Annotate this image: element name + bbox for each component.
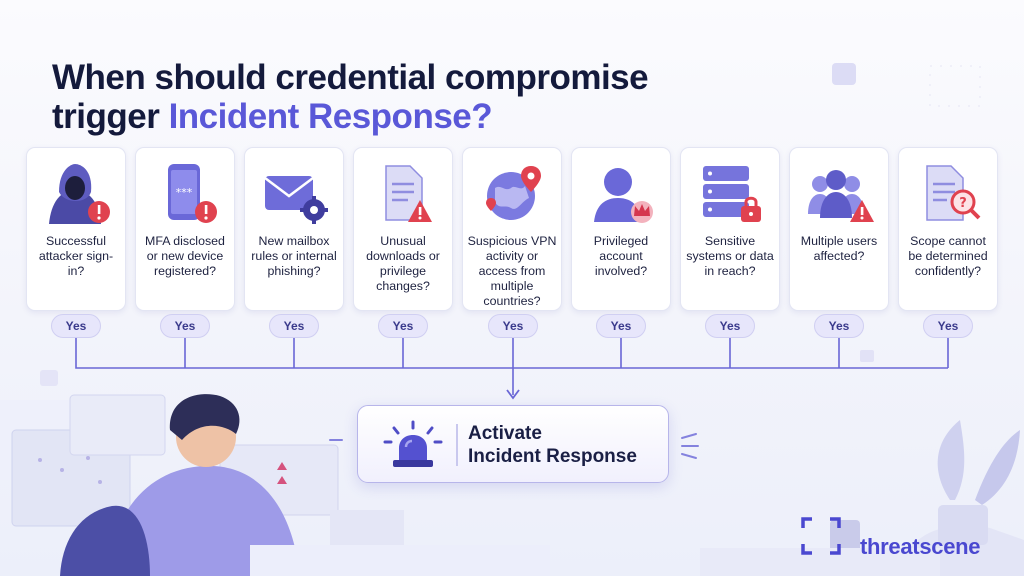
yes-pill: Yes [378, 314, 428, 338]
trigger-card-mailbox-rules: New mailbox rules or internal phishing? [244, 147, 344, 311]
trigger-card-attacker-sign-in: Successful attacker sign-in? [26, 147, 126, 311]
trigger-card-multiple-users: Multiple users affected? [789, 147, 889, 311]
title-accent: Incident Response? [168, 97, 493, 136]
trigger-label: Scope cannot be determined confidently? [908, 234, 988, 278]
trigger-card-unusual-downloads: Unusual downloads or privilege changes? [353, 147, 453, 311]
yes-pill: Yes [269, 314, 319, 338]
title-line-1: When should credential compromise [52, 58, 649, 97]
trigger-card-suspicious-vpn: Suspicious VPN activity or access from m… [462, 147, 562, 311]
document-search-icon: ? [926, 165, 981, 221]
trigger-label: Suspicious VPN activity or access from m… [467, 234, 557, 308]
user-crown-icon [594, 168, 653, 223]
yes-pill: Yes [705, 314, 755, 338]
hooded-attacker-icon [49, 164, 110, 224]
trigger-card-privileged-account: Privileged account involved? [571, 147, 671, 311]
trigger-card-scope-unclear: ? Scope cannot be determined confidently… [898, 147, 998, 311]
yes-pill: Yes [814, 314, 864, 338]
action-line-1: Activate [468, 423, 542, 444]
action-divider [456, 424, 458, 466]
yes-pill: Yes [488, 314, 538, 338]
trigger-card-sensitive-systems: Sensitive systems or data in reach? [680, 147, 780, 311]
phone-password-icon: *** [168, 164, 217, 223]
yes-pill: Yes [160, 314, 210, 338]
threatscene-logo-icon [801, 517, 841, 555]
brand-name: threatscene [860, 534, 981, 559]
svg-text:***: *** [176, 186, 193, 199]
trigger-label: Sensitive systems or data in reach? [686, 234, 774, 278]
yes-pill: Yes [923, 314, 973, 338]
page-title: When should credential compromise trigge… [52, 58, 649, 136]
envelope-gear-icon [264, 176, 328, 224]
svg-text:?: ? [959, 196, 967, 211]
yes-pill: Yes [596, 314, 646, 338]
trigger-label: Successful attacker sign-in? [38, 234, 114, 278]
users-warning-icon [808, 170, 874, 222]
yes-pill: Yes [51, 314, 101, 338]
alarm-siren-icon [383, 420, 443, 467]
trigger-label: Unusual downloads or privilege changes? [366, 234, 440, 293]
globe-location-icon [486, 166, 541, 220]
document-warning-icon [385, 165, 432, 222]
trigger-label: New mailbox rules or internal phishing? [251, 234, 337, 278]
server-lock-icon [703, 166, 761, 222]
trigger-label: MFA disclosed or new device registered? [145, 234, 225, 278]
action-line-2: Incident Response [468, 446, 637, 467]
trigger-card-mfa-disclosed: *** MFA disclosed or new device register… [135, 147, 235, 311]
trigger-label: Multiple users affected? [800, 234, 878, 263]
title-line-2: trigger [52, 97, 169, 136]
trigger-label: Privileged account involved? [593, 234, 649, 278]
action-text: Activate Incident Response [468, 422, 637, 468]
activate-incident-response-box: Activate Incident Response [357, 405, 669, 483]
